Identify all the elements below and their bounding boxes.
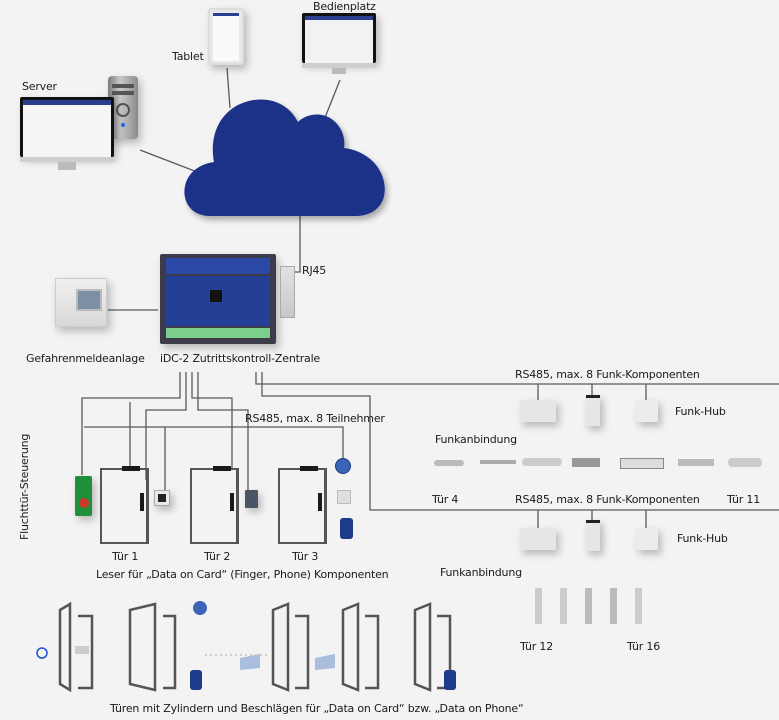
door-contact-icon <box>122 466 140 471</box>
server-label: Server <box>22 80 57 93</box>
door-lock-icon <box>318 493 322 511</box>
card-reader-icon <box>245 490 258 508</box>
funk-link-1-label: Funkanbindung <box>435 433 517 446</box>
bluetooth-reader-icon <box>193 601 207 615</box>
funk-hub-antenna-icon <box>586 395 600 426</box>
monitor-icon <box>302 13 380 76</box>
cylinder-icon <box>522 458 562 466</box>
open-door-2 <box>128 602 157 692</box>
wireless-module-icon <box>337 490 351 504</box>
controller-label: iDC-2 Zutrittskontroll-Zentrale <box>160 352 320 365</box>
tablet-label: Tablet <box>172 50 204 63</box>
door-3-label: Tür 3 <box>292 550 319 563</box>
open-door-1 <box>58 601 72 693</box>
key-fob-icon <box>36 647 48 659</box>
emergency-exit-control-icon <box>75 476 92 516</box>
bottom-caption: Türen mit Zylindern und Beschlägen für „… <box>110 702 524 715</box>
wired-bus-label: RS485, max. 8 Teilnehmer <box>245 412 385 425</box>
funk-hub-2-label: Funk-Hub <box>677 532 728 545</box>
cloud-icon <box>184 99 385 216</box>
fitting-icon <box>535 588 542 624</box>
smartphone-icon <box>444 670 456 690</box>
open-door-3 <box>271 602 290 692</box>
double-cylinder-icon <box>620 458 664 469</box>
open-door-5 <box>413 602 432 692</box>
alarm-label: Gefahrenmeldeanlage <box>26 352 145 365</box>
wire-tablet-cloud <box>226 67 231 109</box>
door-contact-icon <box>213 466 231 471</box>
knob-cylinder-icon <box>434 460 464 466</box>
smartphone-icon <box>340 518 353 539</box>
fitting-icon <box>585 588 592 624</box>
funk-hub-icon <box>636 400 658 422</box>
funk-hub-icon <box>520 400 556 422</box>
wire-door2-reader <box>197 372 249 490</box>
door-11-label: Tür 11 <box>727 493 760 506</box>
bus-funk-1 <box>255 372 779 385</box>
smartphone-icon <box>190 670 202 690</box>
fitting-icon <box>635 588 642 624</box>
half-cylinder-icon <box>678 459 714 466</box>
rj45-label: RJ45 <box>302 264 327 277</box>
fingerprint-reader-icon <box>154 490 170 506</box>
door-1-label: Tür 1 <box>112 550 139 563</box>
funk-bus-1-label: RS485, max. 8 Funk-Komponenten <box>515 368 700 381</box>
bus-wired-rs485 <box>84 426 344 460</box>
funk-link-2-label: Funkanbindung <box>440 566 522 579</box>
wire-door2-top <box>191 372 233 469</box>
door-contact-icon <box>300 466 318 471</box>
network-adapter-icon <box>280 266 295 318</box>
funk-hub-1-label: Funk-Hub <box>675 405 726 418</box>
cylinder-icon <box>572 458 600 467</box>
flucht-label: Fluchttür-Steuerung <box>18 433 31 540</box>
circuit-board-icon <box>160 254 276 344</box>
lever-handle-icon <box>480 460 516 464</box>
cylinder-icon <box>75 646 89 654</box>
wired-caption: Leser für „Data on Card“ (Finger, Phone)… <box>96 568 389 581</box>
funk-hub-antenna-icon <box>586 520 600 551</box>
wireless-fittings-row <box>530 588 660 628</box>
door-4-label: Tür 4 <box>432 493 459 506</box>
bluetooth-reader-icon <box>335 458 351 474</box>
cylinder-icon <box>728 458 762 467</box>
funk-bus-2-label: RS485, max. 8 Funk-Komponenten <box>515 493 700 506</box>
funk-hub-icon <box>520 528 556 550</box>
card-icon <box>315 654 335 670</box>
funk-hub-icon <box>636 528 658 550</box>
wireless-locks-row-1 <box>430 458 770 472</box>
card-icon <box>240 654 260 670</box>
wire-door1-lock <box>145 372 187 480</box>
bus-funk-2 <box>261 372 779 511</box>
fitting-icon <box>610 588 617 624</box>
door-16-label: Tür 16 <box>627 640 660 653</box>
bottom-doors <box>36 601 456 693</box>
open-door-4 <box>341 602 360 692</box>
bedienplatz-label: Bedienplatz <box>313 0 376 13</box>
wire-flucht <box>81 372 181 475</box>
door-2-label: Tür 2 <box>204 550 231 563</box>
tablet-icon <box>208 8 244 65</box>
door-lock-icon <box>230 493 234 511</box>
door-12-label: Tür 12 <box>520 640 553 653</box>
server-monitor-icon <box>20 97 116 177</box>
door-lock-icon <box>140 493 144 511</box>
fitting-icon <box>560 588 567 624</box>
alarm-panel-icon <box>55 278 107 327</box>
